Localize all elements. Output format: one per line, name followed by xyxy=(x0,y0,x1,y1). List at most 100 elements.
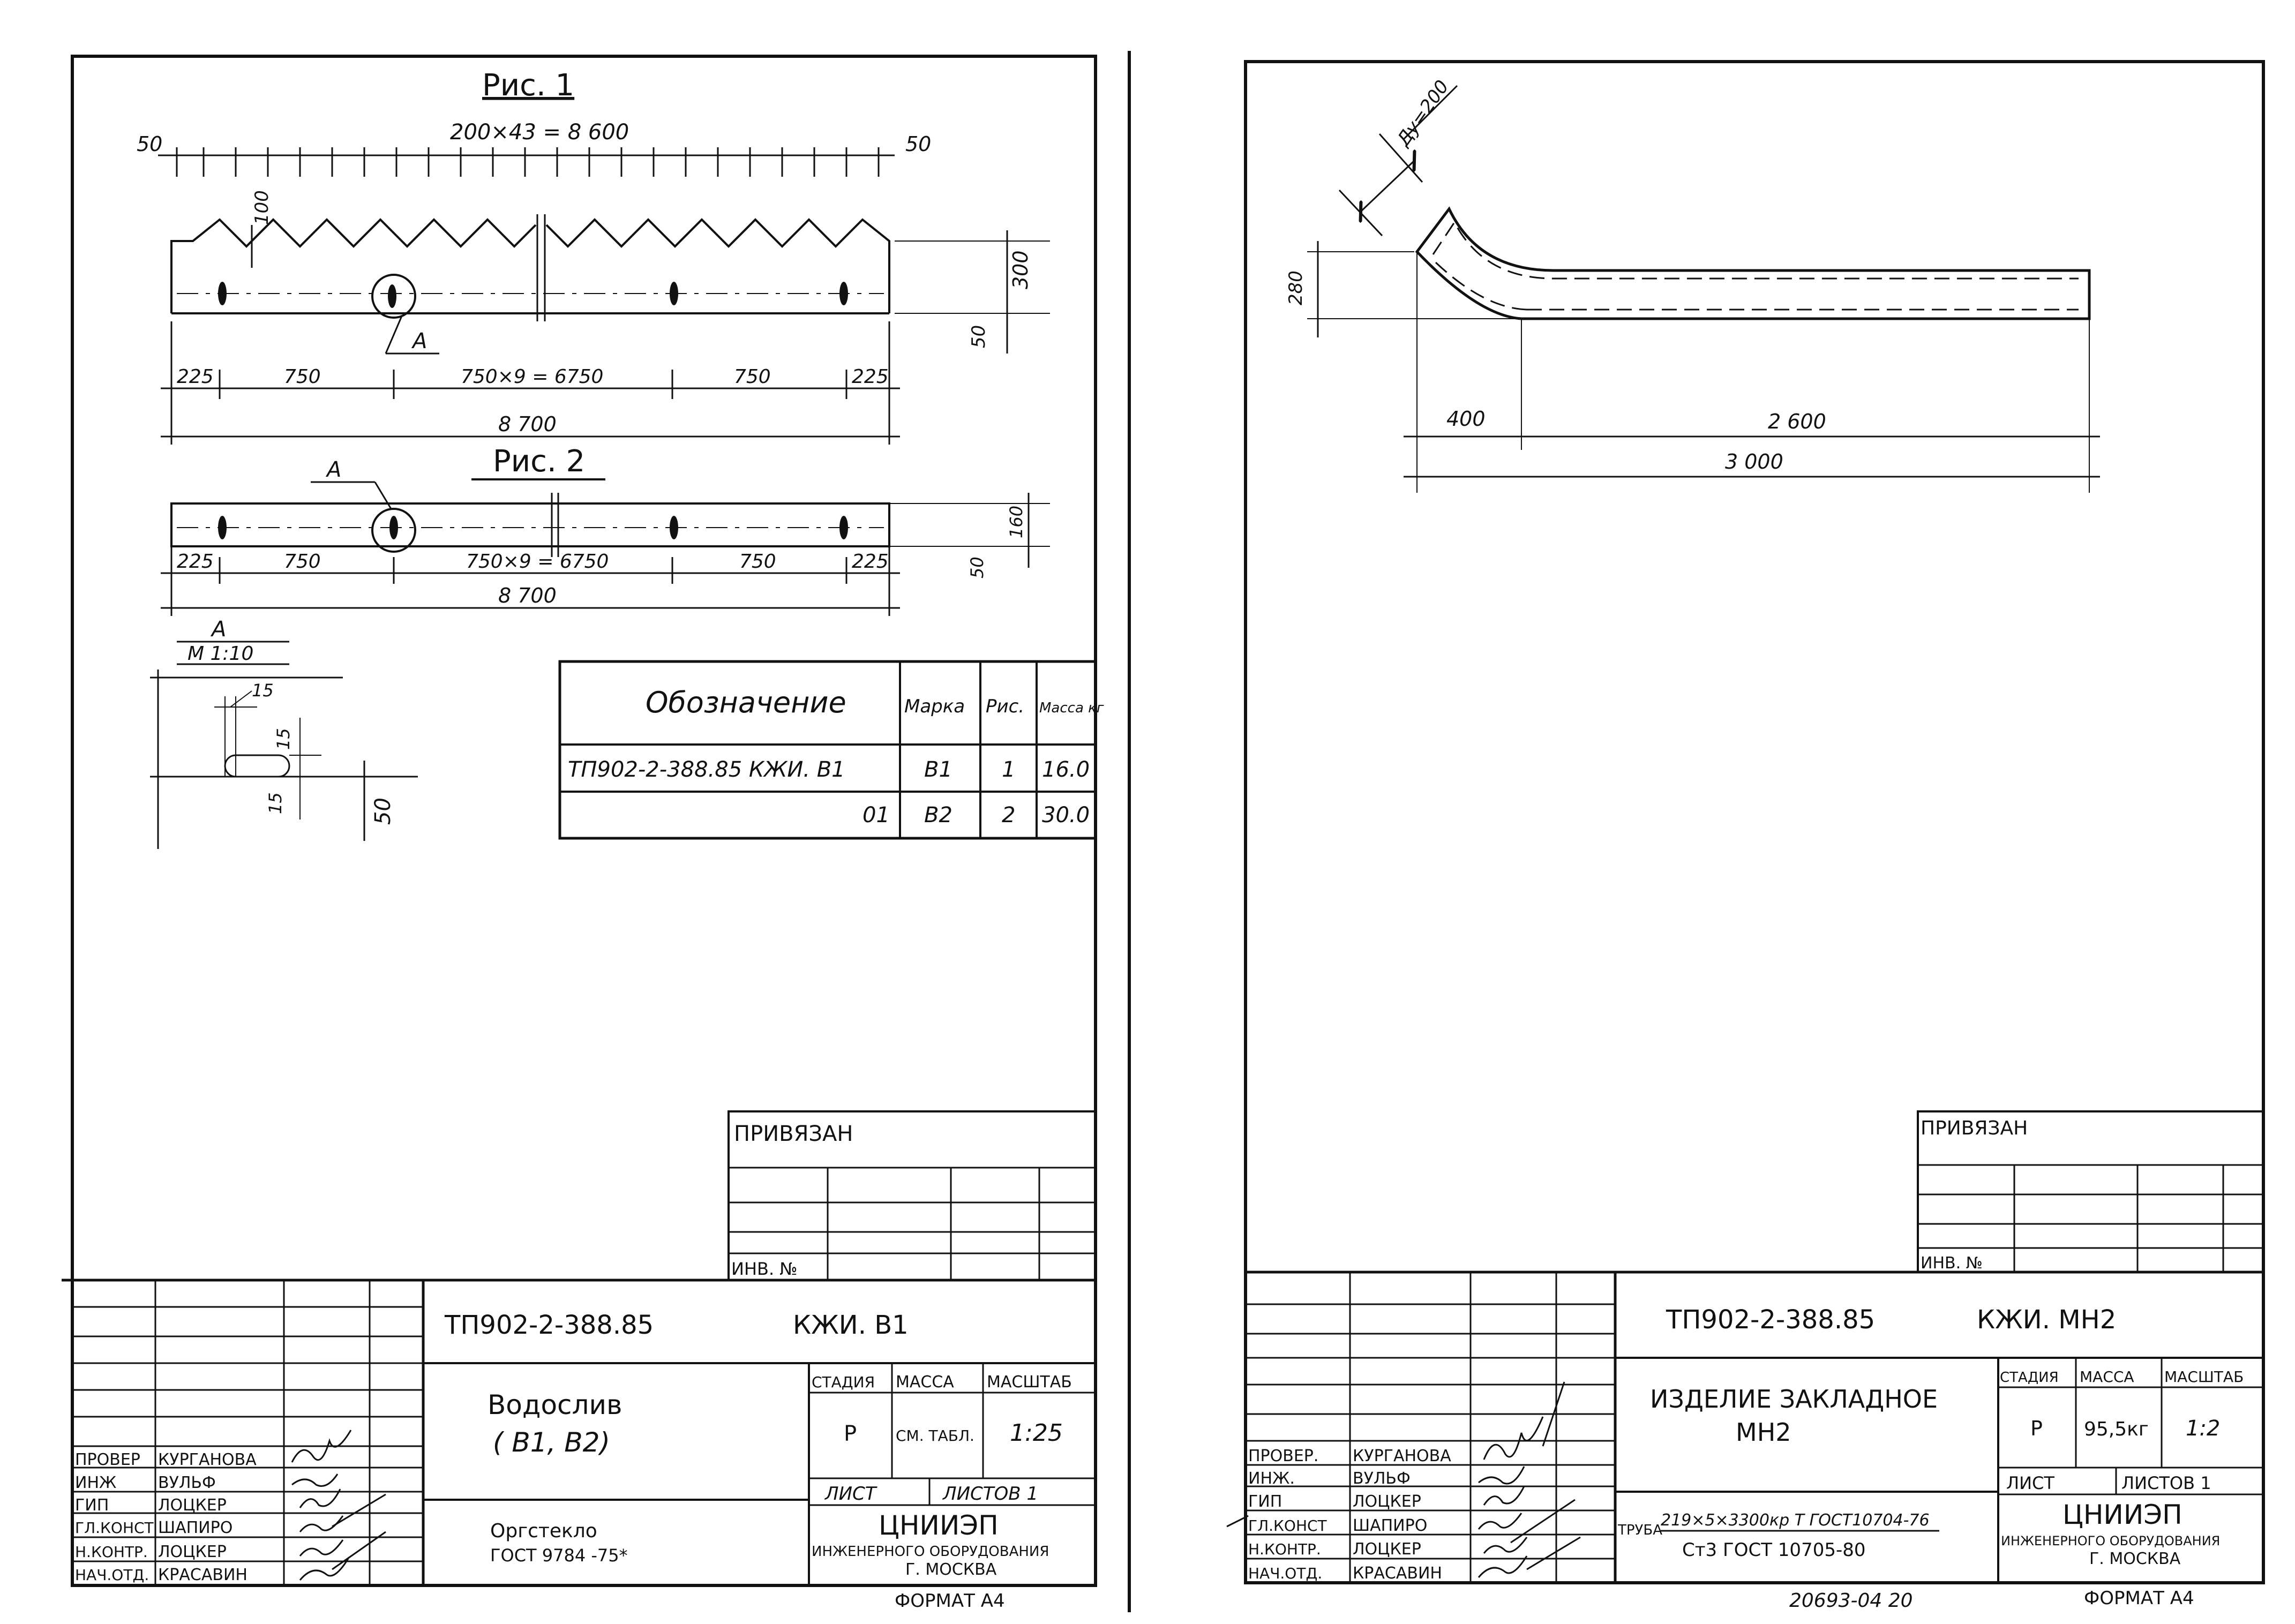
scale-value-right: 1:2 xyxy=(2186,1416,2220,1441)
fig2-callout-a: А xyxy=(325,457,341,482)
fig1-height-300: 300 xyxy=(1009,250,1032,289)
right-sheet-frame xyxy=(1244,60,2265,1584)
org-subtitle: ИНЖЕНЕРНОГО ОБОРУДОВАНИЯ xyxy=(812,1544,1049,1560)
pipe-dim-2600: 2 600 xyxy=(1768,410,1826,433)
spec-row2-mass: 30.0 xyxy=(1042,803,1090,828)
drawing-name-line2-right: МН2 xyxy=(1736,1418,1791,1447)
staff-role-r6: НАЧ.ОТД. xyxy=(1248,1565,1322,1582)
detail-a-dim-2: 15 xyxy=(273,728,294,750)
staff-role-2: ИНЖ xyxy=(75,1473,116,1492)
fig2-seg-dim-1: 225 xyxy=(177,551,214,573)
fig1-top-dimension: 200×43 = 8 600 xyxy=(450,120,629,145)
detail-a-dim-3: 15 xyxy=(265,792,286,814)
staff-name-r6: КРАСАВИН xyxy=(1353,1564,1442,1583)
material-line2: ГОСТ 9784 -75* xyxy=(490,1545,628,1566)
staff-name-5: ЛОЦКЕР xyxy=(158,1543,227,1561)
org-city-right: Г. МОСКВА xyxy=(2089,1550,2181,1568)
fig1-callout-a: А xyxy=(411,329,427,354)
privyazan-label: ПРИВЯЗАН xyxy=(734,1122,853,1146)
mass-header-right: МАССА xyxy=(2080,1368,2134,1386)
detail-a-dim-1: 15 xyxy=(252,680,274,701)
fig1-seg-dim-5: 225 xyxy=(852,366,889,388)
fig1-title: Рис. 1 xyxy=(482,68,574,103)
detail-a-dim-4: 50 xyxy=(371,798,395,825)
fig1-bottom-50: 50 xyxy=(968,325,989,348)
detail-a-drawing: А М 1:10 15 15 15 50 xyxy=(150,617,418,849)
fig2-bottom-50: 50 xyxy=(967,557,987,578)
staff-name-r2: ВУЛЬФ xyxy=(1353,1469,1411,1488)
spec-row1-fig: 1 xyxy=(1002,757,1015,782)
stage-value: Р xyxy=(844,1422,857,1446)
stage-header-right: СТАДИЯ xyxy=(2000,1370,2059,1386)
staff-role-1: ПРОВЕР xyxy=(75,1450,140,1469)
fig1-seg-dim-3: 750×9 = 6750 xyxy=(461,366,603,388)
format-label: ФОРМАТ А4 xyxy=(895,1590,1005,1612)
title-block-right: ПРОВЕР. КУРГАНОВА ИНЖ. ВУЛЬФ ГИП ЛОЦКЕР … xyxy=(1226,1270,2263,1612)
bottom-number: 20693-04 20 xyxy=(1789,1590,1913,1612)
drawing-name-line1-right: ИЗДЕЛИЕ ЗАКЛАДНОЕ xyxy=(1650,1385,1938,1414)
fig2-seg-dim-3: 750×9 = 6750 xyxy=(466,551,609,573)
staff-name-r5: ЛОЦКЕР xyxy=(1353,1540,1421,1559)
material-prefix-right: ТРУБА xyxy=(1617,1522,1662,1538)
drawing-name-line1: Водослив xyxy=(488,1389,622,1420)
spec-row1-designation: ТП902-2-388.85 КЖИ. В1 xyxy=(568,757,845,782)
spec-table: Обозначение Марка Рис. Масса кг ТП902-2-… xyxy=(558,660,1104,840)
fig1-drawing: Рис. 1 200×43 = 8 600 50 50 xyxy=(137,68,1050,445)
right-sheet: Ду=200 280 400 2 600 3 000 ПРИВЯЗАН ИНВ. xyxy=(1226,60,2265,1612)
spec-header-fig: Рис. xyxy=(986,696,1024,717)
spec-row2-mark: В2 xyxy=(924,803,952,828)
staff-role-r1: ПРОВЕР. xyxy=(1248,1447,1318,1465)
spec-row2-designation: 01 xyxy=(862,803,890,828)
staff-name-6: КРАСАВИН xyxy=(158,1566,248,1584)
privyazan-block-right: ПРИВЯЗАН ИНВ. № xyxy=(1917,1110,2264,1273)
staff-role-5: Н.КОНТР. xyxy=(75,1543,148,1561)
privyazan-block: ПРИВЯЗАН ИНВ. № xyxy=(728,1110,1097,1281)
sheets-label-right: ЛИСТОВ 1 xyxy=(2121,1473,2211,1493)
staff-name-4: ШАПИРО xyxy=(158,1518,232,1537)
inventory-number-label-right: ИНВ. № xyxy=(1921,1254,1983,1273)
fig2-seg-dim-4: 750 xyxy=(739,551,776,573)
fig1-end-dim-right: 50 xyxy=(905,132,931,156)
staff-name-r4: ШАПИРО xyxy=(1353,1516,1427,1535)
doc-code-right: ТП902-2-388.85 xyxy=(1666,1305,1875,1335)
material-line1: Оргстекло xyxy=(490,1520,597,1542)
fig2-total: 8 700 xyxy=(498,584,557,607)
staff-role-r5: Н.КОНТР. xyxy=(1248,1540,1321,1558)
pipe-drawing: Ду=200 280 400 2 600 3 000 xyxy=(1285,76,2100,493)
title-block: ПРОВЕР КУРГАНОВА ИНЖ ВУЛЬФ ГИП ЛОЦКЕР ГЛ… xyxy=(62,1279,1096,1612)
detail-a-scale: М 1:10 xyxy=(188,643,253,665)
staff-role-r2: ИНЖ. xyxy=(1248,1469,1295,1488)
staff-name-3: ЛОЦКЕР xyxy=(158,1496,227,1515)
drawing-name-line2: ( В1, В2) xyxy=(493,1427,610,1458)
scale-header: МАСШТАБ xyxy=(987,1373,1072,1392)
fig1-tooth-height: 100 xyxy=(251,190,273,225)
format-label-right: ФОРМАТ А4 xyxy=(2084,1588,2194,1609)
sheet-label: ЛИСТ xyxy=(824,1483,878,1505)
staff-role-3: ГИП xyxy=(75,1496,109,1515)
stage-header: СТАДИЯ xyxy=(812,1373,875,1391)
mass-header: МАССА xyxy=(896,1373,954,1392)
fig2-title: Рис. 2 xyxy=(493,444,585,479)
org-subtitle-right: ИНЖЕНЕРНОГО ОБОРУДОВАНИЯ xyxy=(2001,1533,2220,1548)
fig2-seg-dim-2: 750 xyxy=(284,551,321,573)
spec-header-designation: Обозначение xyxy=(646,686,846,719)
staff-role-r4: ГЛ.КОНСТ xyxy=(1248,1517,1328,1535)
staff-name-r3: ЛОЦКЕР xyxy=(1353,1492,1421,1511)
sheets-label: ЛИСТОВ 1 xyxy=(942,1483,1038,1505)
mass-value: СМ. ТАБЛ. xyxy=(896,1427,974,1445)
staff-role-4: ГЛ.КОНСТ xyxy=(75,1519,154,1537)
staff-name-r1: КУРГАНОВА xyxy=(1353,1447,1451,1465)
material-line2-right: Ст3 ГОСТ 10705-80 xyxy=(1682,1539,1866,1561)
sheet-label-right: ЛИСТ xyxy=(2006,1473,2054,1493)
pipe-dim-3000: 3 000 xyxy=(1725,450,1783,473)
fig1-seg-dim-1: 225 xyxy=(177,366,214,388)
spec-row2-fig: 2 xyxy=(1002,803,1015,828)
spec-row1-mark: В1 xyxy=(924,757,952,782)
inventory-number-label: ИНВ. № xyxy=(731,1259,798,1279)
drawing-mark-right: КЖИ. МН2 xyxy=(1977,1305,2116,1335)
staff-name-1: КУРГАНОВА xyxy=(158,1450,257,1469)
detail-a-title: А xyxy=(210,617,226,642)
left-sheet: Рис. 1 200×43 = 8 600 50 50 xyxy=(62,51,1131,1612)
pipe-height-280: 280 xyxy=(1285,270,1307,305)
